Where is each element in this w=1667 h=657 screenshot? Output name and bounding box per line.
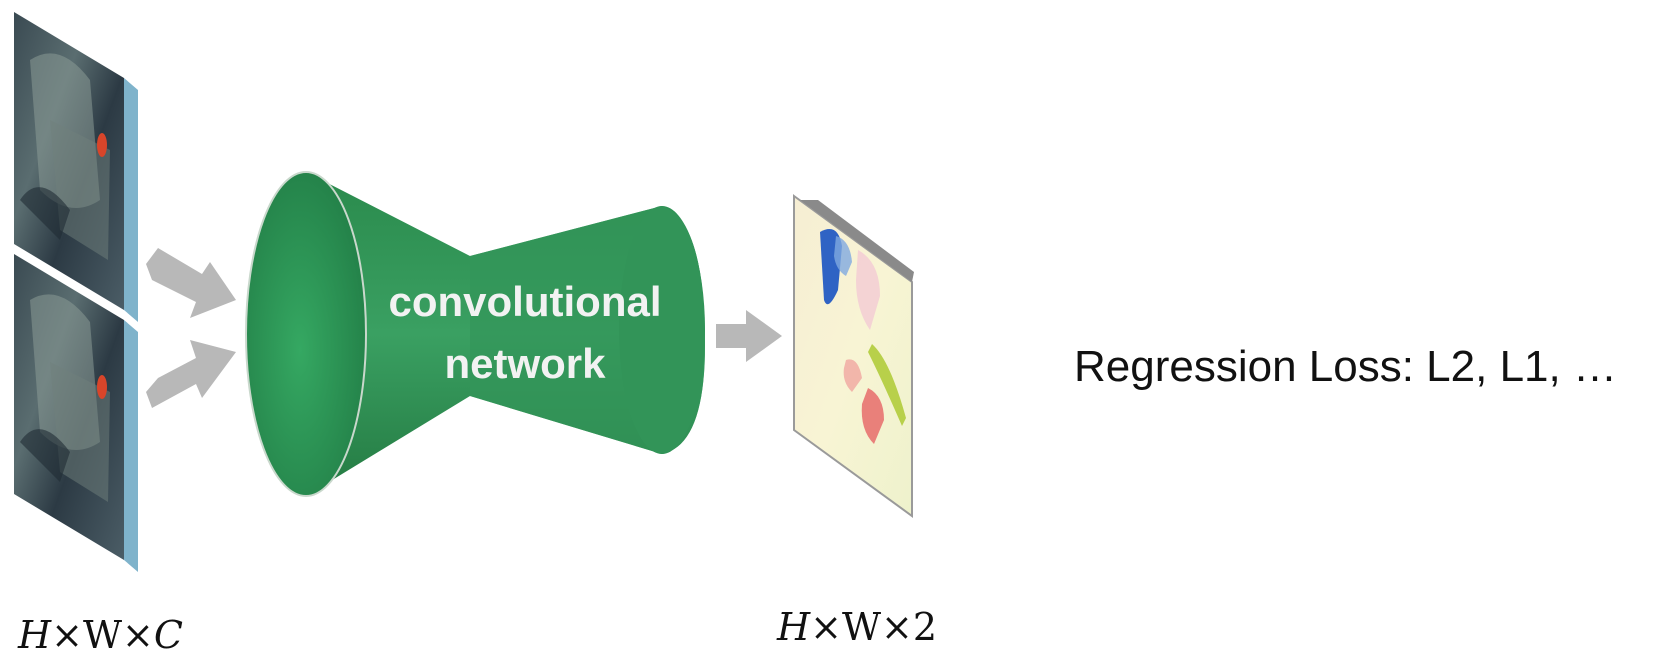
input-dim-w: ×W× [51,613,154,657]
input-dimensions-label: H×W×C [17,613,183,657]
right-arrow-icon [146,340,236,408]
network-label-line2: network [444,340,606,387]
regression-loss-label: Regression Loss: L2, L1, … [1074,342,1617,391]
right-arrow-icon [146,248,236,318]
input-dim-c: C [154,613,183,657]
network-label-line1: convolutional [389,278,662,325]
right-arrow-icon [716,310,782,362]
convolutional-network-shape [245,171,705,497]
input-frame-1 [14,12,138,322]
output-dimensions-label: H×W×2 [776,605,937,649]
output-dim-rest: ×W×2 [810,605,937,649]
output-flow-frame [793,194,914,518]
input-dim-h: H [17,613,52,657]
output-dim-h: H [776,605,811,649]
input-frame-2 [14,254,138,572]
